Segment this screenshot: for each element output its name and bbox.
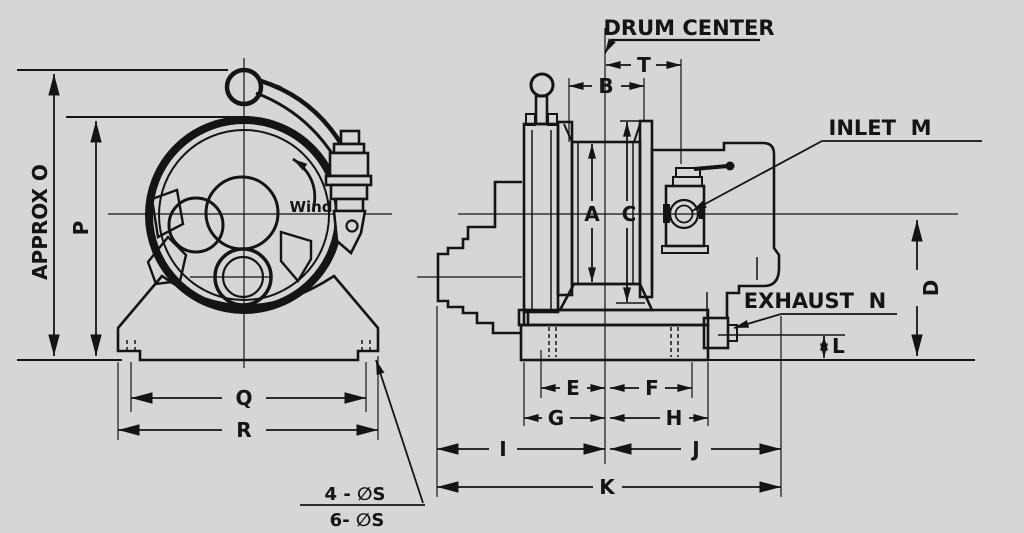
front-valve-assembly: [324, 129, 373, 256]
dim-label-q: Q: [235, 386, 252, 410]
valve-neck: [332, 142, 366, 155]
drum-rim-inner-edge: [158, 129, 330, 301]
lower-hub-inner-circle: [221, 255, 265, 299]
barrel-chamfer-left: [563, 123, 573, 143]
exhaust-leader: [733, 313, 782, 329]
drum-center-leader: [604, 38, 616, 54]
dim-label-f: F: [645, 376, 659, 400]
brake-column: [522, 122, 560, 314]
front-base: [116, 274, 380, 362]
brake-band-tab: [260, 80, 282, 88]
inlet-leader: [691, 140, 823, 212]
drum-center-label: DRUM CENTER: [603, 16, 774, 40]
valve-body-flange: [324, 174, 373, 187]
valve-base: [334, 197, 365, 213]
valve-seal-pad: [699, 204, 705, 219]
inlet-valve-assembly: [661, 161, 735, 254]
dim-label-k: K: [599, 475, 616, 499]
drum-pedestal: [557, 282, 655, 312]
drum-flange-right: [638, 119, 654, 299]
wind-direction-arrow: [292, 157, 317, 212]
brake-lever-assembly: [522, 72, 560, 314]
valve-cap: [339, 129, 361, 146]
valve-seal-pad: [663, 204, 670, 223]
center-gear-circle: [204, 175, 280, 251]
interior-bracket: [279, 230, 313, 284]
dim-label-l: L: [832, 334, 845, 358]
inlet-valve-foot: [661, 245, 709, 254]
left-gear-circle: [167, 196, 225, 254]
dim-label-d: D: [919, 280, 943, 297]
lever-ball: [725, 161, 735, 171]
dim-label-b: B: [598, 74, 613, 98]
valve-packing: [672, 176, 703, 187]
dim-label-c: C: [622, 202, 637, 226]
dim-label-i: I: [499, 437, 506, 461]
dim-label-r: R: [236, 418, 251, 442]
bolt-pattern-bottom-label: 6- ∅S: [330, 510, 385, 531]
interior-wedge: [150, 188, 185, 239]
wind-label: Wind: [289, 198, 332, 216]
dim-label-j: J: [690, 437, 699, 461]
dim-label-p: P: [69, 221, 93, 236]
motor-housing: [650, 141, 781, 318]
gear-housing-profile: [436, 180, 522, 335]
front-view: [108, 58, 392, 368]
dim-label-e: E: [566, 376, 580, 400]
dim-label-approx-o: APPROX O: [28, 164, 52, 280]
interior-pawl: [146, 235, 188, 286]
cable-anchor-circle: [224, 67, 264, 107]
valve-body-upper: [328, 151, 370, 178]
bracket-pin-circle: [345, 219, 359, 233]
inlet-label: INLET M: [829, 116, 932, 140]
dim-label-t: T: [637, 53, 651, 77]
brake-band-inner: [255, 91, 337, 159]
drum-flange-left: [556, 120, 574, 297]
inlet-port-inner-circle: [674, 204, 694, 224]
bolt-pattern-top-label: 4 - ∅S: [325, 484, 386, 505]
labels: DRUM CENTER INLET M EXHAUST N Wind APPRO…: [28, 16, 943, 531]
front-view-dimensions: [17, 69, 425, 506]
dim-label-g: G: [548, 406, 564, 430]
valve-body-lower: [329, 183, 369, 201]
exhaust-label: EXHAUST N: [744, 289, 886, 313]
side-view: [417, 28, 958, 464]
dim-label-h: H: [666, 406, 683, 430]
bolt-pattern-leader: [375, 359, 424, 504]
exhaust-stub: [727, 324, 738, 342]
brake-lever-rod: [534, 94, 549, 126]
dim-label-a: A: [584, 202, 600, 226]
side-view-dimensions: [436, 38, 982, 497]
brake-lever-ball: [529, 72, 555, 98]
